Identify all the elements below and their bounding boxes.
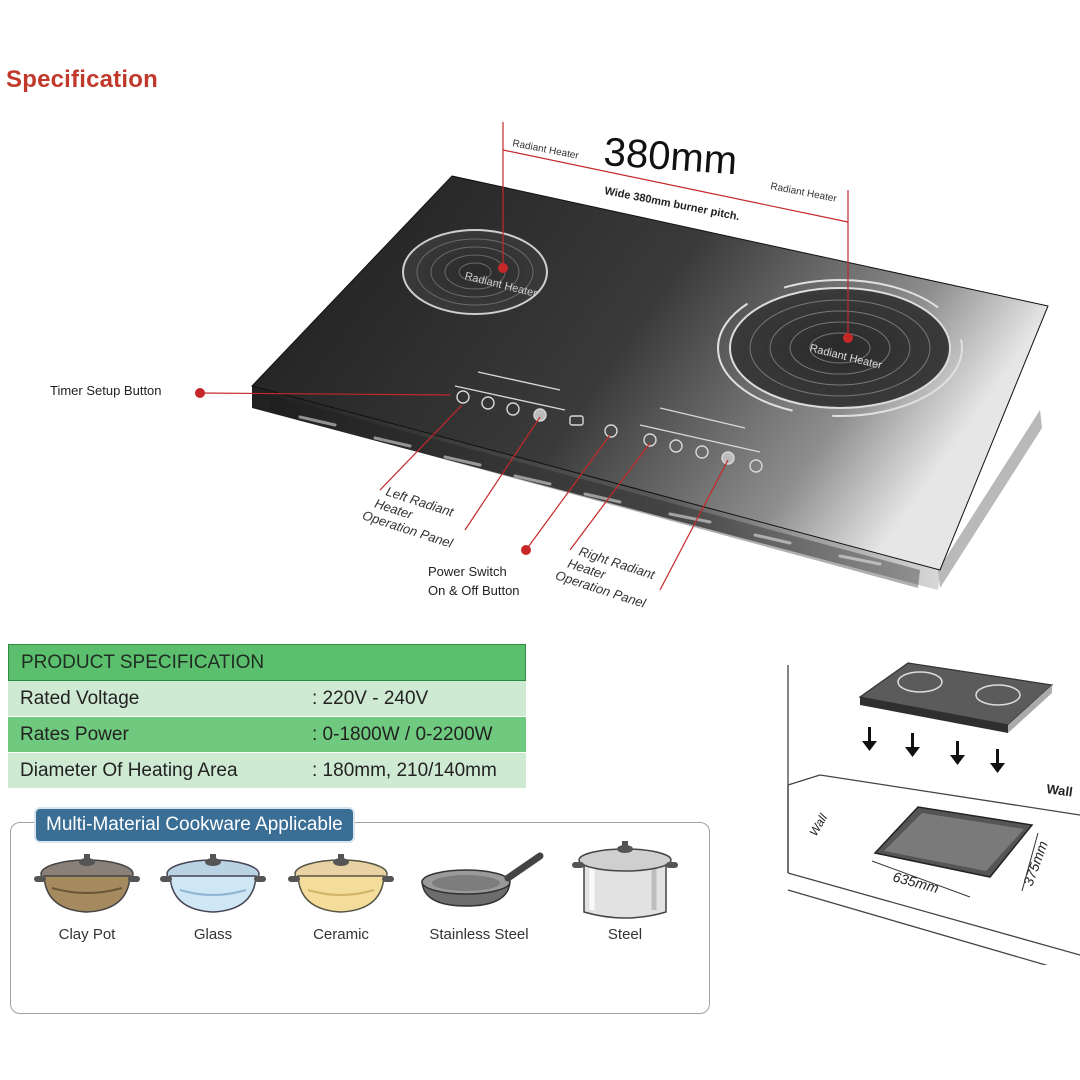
wall-label-left: Wall [806,811,830,838]
wall-label-right: Wall [1046,781,1074,800]
spec-value: : 220V - 240V [312,687,429,709]
timer-setup-label: Timer Setup Button [50,383,162,398]
cutout-hole [873,806,1034,878]
installation-diagram: Wall Wall 635mm 375mm [787,662,1080,965]
cookware-item: Steel [560,838,690,943]
cookware-item: Glass [148,840,278,943]
svg-text:Right Radiant Heater: Right Radiant Heater Operation Panel [554,539,661,612]
cutout-dimensions [871,832,1039,898]
cookware-item: Stainless Steel [414,840,544,943]
right-heater-tag: Radiant Heater [769,181,838,205]
center-control-panel [569,415,618,438]
power-button-icon[interactable] [604,424,618,438]
page-title: Specification [6,66,158,93]
minus-button-icon[interactable] [481,396,495,410]
frying-pan-icon [421,852,544,907]
right-plus-button-icon[interactable] [695,445,709,459]
heat-button-icon[interactable] [533,408,547,422]
cookware-label: Steel [607,926,643,943]
down-arrow-icons [862,727,1005,773]
spec-value: : 180mm, 210/140mm [312,759,497,781]
cooktop-diagram: Radiant Heater Radiant Heater [50,122,1049,612]
dimension-value: 380mm [602,130,738,183]
spec-table: PRODUCT SPECIFICATION Rated Voltage : 22… [8,644,526,789]
cookware-item: Ceramic [276,840,406,943]
cookware-label: Stainless Steel [429,926,529,943]
stock-pot-icon [572,841,678,919]
spec-value: : 0-1800W / 0-2200W [312,723,493,745]
counter-outline [787,665,1080,965]
ceramic-pot-icon [288,854,394,913]
right-heating-zone: Radiant Heater [717,279,963,417]
callout-timer: Timer Setup Button [50,383,451,398]
table-row: Rates Power : 0-1800W / 0-2200W [8,717,526,753]
cookware-label: Clay Pot [58,926,116,943]
right-control-panel [639,407,763,473]
right-heat-button-icon[interactable] [721,451,735,465]
table-row: Rated Voltage : 220V - 240V [8,681,526,717]
right-timer-button-icon[interactable] [643,433,657,447]
table-row: Diameter Of Heating Area : 180mm, 210/14… [8,753,526,789]
power-switch-line-1: Power Switch [428,564,507,579]
cutout-width-label: 635mm [891,868,941,896]
spec-table-title: PRODUCT SPECIFICATION [21,651,265,673]
left-control-panel [454,371,566,422]
cookware-label: Ceramic [313,926,369,943]
vent-slots [298,415,882,566]
clay-pot-icon [34,854,140,913]
power-switch-line-2: On & Off Button [428,583,520,598]
lock-button-icon[interactable] [569,415,584,426]
spec-label: Rates Power [20,723,129,745]
svg-text:Left Radiant Heater: Left Radiant Heater Operation Panel [361,479,465,551]
left-heating-zone: Radiant Heater [402,229,548,315]
svg-text:Power Switch On & Off Bu: Power Switch On & Off Button [428,564,520,598]
callout-power: Power Switch On & Off Button [428,434,611,598]
spec-label: Diameter Of Heating Area [20,759,238,781]
spec-label: Rated Voltage [20,687,140,709]
cookware-item: Clay Pot [22,840,152,943]
timer-button-icon[interactable] [456,390,470,404]
cooktop-thumbnail [858,662,1054,733]
cutout-depth-label: 375mm [1020,838,1051,888]
cookware-label: Glass [193,926,233,943]
cookware-title-badge: Multi-Material Cookware Applicable [34,807,355,843]
right-power-indicator-icon [749,459,763,473]
right-minus-button-icon[interactable] [669,439,683,453]
spec-table-header: PRODUCT SPECIFICATION [8,644,526,681]
plus-button-icon[interactable] [506,402,520,416]
glass-pot-icon [160,854,266,913]
